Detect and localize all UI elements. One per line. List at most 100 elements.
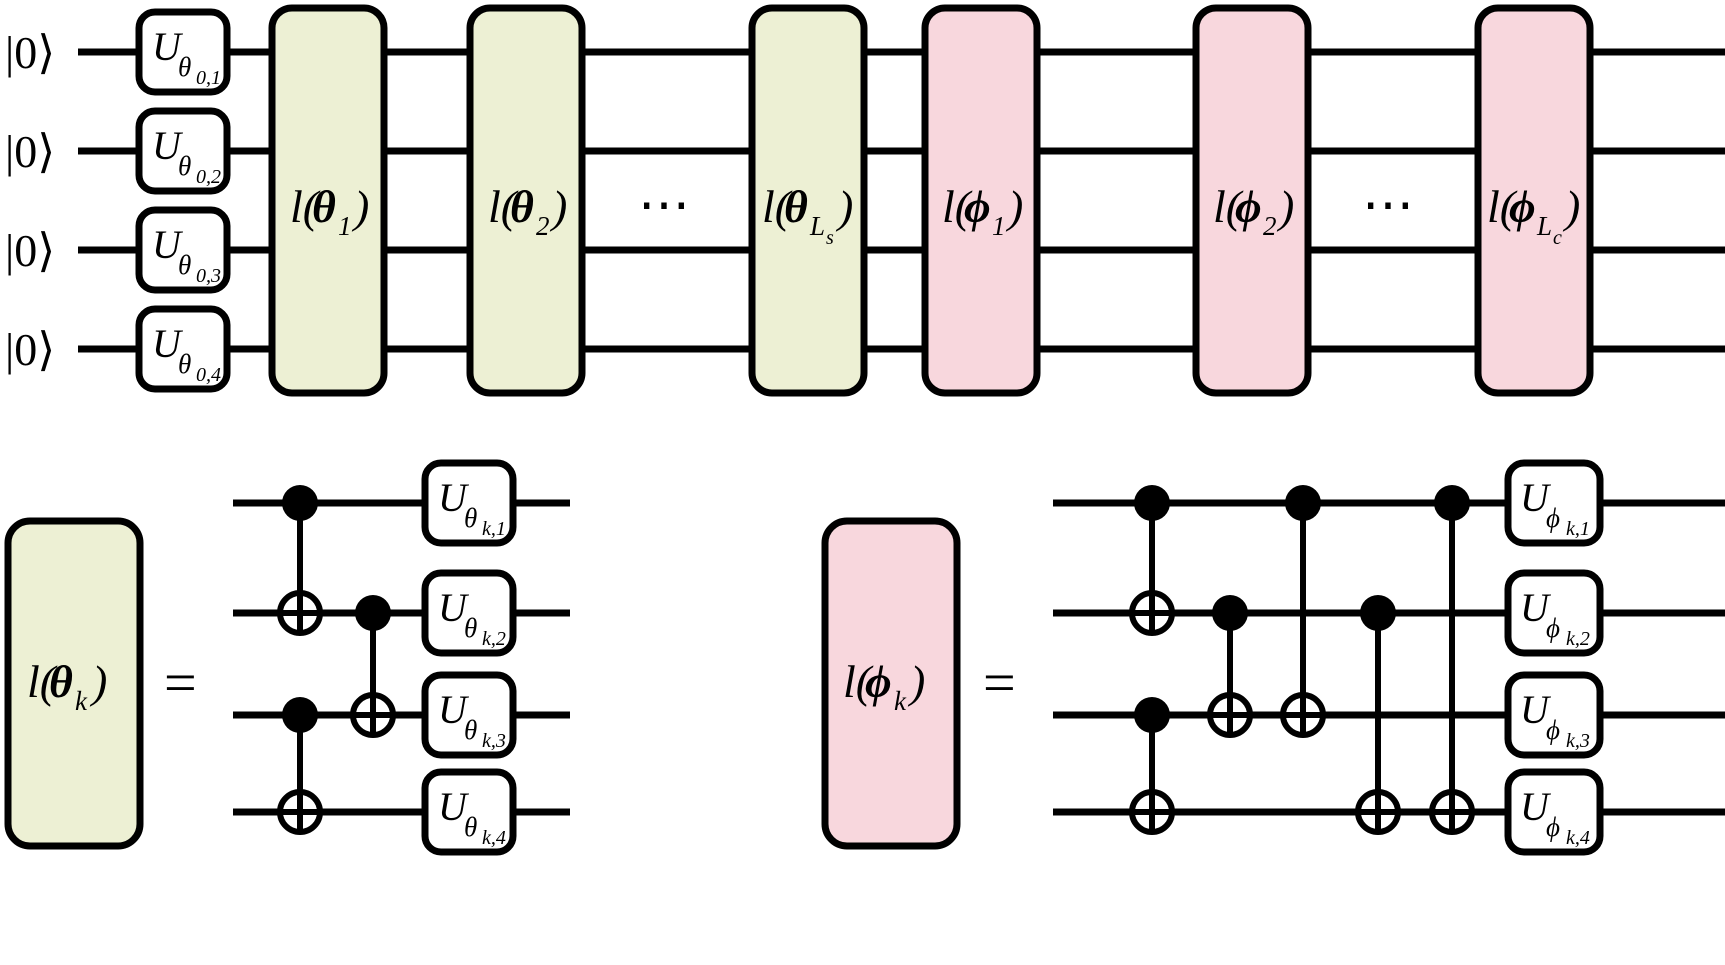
legend-left-cnot-3-4[interactable]	[277, 697, 323, 835]
legend-left: l( θ k ) =	[4, 459, 570, 856]
legend-left-block-box	[4, 517, 144, 850]
legend-left-block[interactable]: l( θ k )	[4, 517, 144, 850]
layer-block-phi-Lc-post: )	[1562, 181, 1580, 232]
legend-right-block-box	[821, 517, 961, 850]
layer-block-phi-Lc[interactable]: l( ϕ L c )	[1474, 4, 1594, 397]
legend-left-gate-4[interactable]: U θ k,4	[421, 768, 517, 856]
legend-left-gate-3-sub2: k,3	[482, 730, 506, 752]
layer-ellipsis-phi: ⋯	[1362, 177, 1417, 234]
legend-left-cnot-2-3[interactable]	[350, 595, 396, 738]
init-gate-1[interactable]: U θ 0,1	[135, 8, 231, 96]
legend-left-gate-2-box	[421, 569, 517, 657]
legend-right-block[interactable]: l( ϕ k )	[821, 517, 961, 850]
layer-block-theta-1-sym: θ	[312, 181, 336, 232]
legend-left-cnot-1-2[interactable]	[277, 485, 323, 636]
layer-block-theta-Ls-post: )	[835, 181, 853, 232]
legend-left-gate-1-box	[421, 459, 517, 547]
legend-right-block-sub: k	[894, 686, 907, 716]
init-gate-2-main: U	[152, 123, 184, 168]
control-dot	[1434, 485, 1470, 521]
init-gate-3[interactable]: U θ 0,3	[135, 206, 231, 294]
layer-ellipsis-theta: ⋯	[638, 177, 693, 234]
legend-left-equals: =	[164, 650, 197, 715]
init-gate-4-sub: θ	[178, 349, 191, 379]
legend-right-gate-2-sub2: k,2	[1566, 628, 1590, 650]
legend-right: l( ϕ k ) =	[821, 459, 1725, 856]
legend-left-gate-4-sub: θ	[464, 812, 477, 842]
legend-right-gate-4[interactable]: U ϕ k,4	[1504, 768, 1604, 856]
layer-block-phi-1[interactable]: l( ϕ 1 )	[921, 4, 1041, 397]
legend-left-gate-2-sub: θ	[464, 613, 477, 643]
control-dot	[1134, 485, 1170, 521]
legend-left-gate-3[interactable]: U θ k,3	[421, 671, 517, 759]
legend-right-gate-1-box	[1504, 459, 1604, 547]
legend-right-block-sym: ϕ	[865, 656, 892, 707]
layer-block-theta-2[interactable]: l( θ 2 )	[466, 4, 586, 397]
legend-right-gate-4-sub: ϕ	[1546, 812, 1560, 842]
layer-block-theta-2-sym: θ	[510, 181, 534, 232]
layer-block-phi-Lc-sym: ϕ	[1509, 181, 1536, 232]
init-gate-4-main: U	[152, 321, 184, 366]
legend-right-gate-4-sub2: k,4	[1566, 827, 1590, 849]
init-gate-1-main: U	[152, 24, 184, 69]
layer-block-phi-1-sym: ϕ	[964, 181, 991, 232]
layer-block-theta-Ls-subsub: s	[826, 227, 834, 249]
legend-left-gate-1-sub: θ	[464, 503, 477, 533]
legend-right-gate-2[interactable]: U ϕ k,2	[1504, 569, 1604, 657]
legend-right-cnot-3-4[interactable]	[1129, 697, 1175, 835]
layer-block-phi-2-box	[1192, 4, 1312, 397]
ket-label-2: |0⟩	[5, 126, 55, 177]
init-gate-3-box	[135, 206, 231, 294]
layer-block-phi-Lc-sub: L	[1536, 211, 1552, 241]
init-gate-3-sub2: 0,3	[196, 265, 221, 287]
ket-label-3: |0⟩	[5, 225, 55, 276]
layer-block-phi-1-pre: l(	[942, 181, 973, 232]
legend-right-gate-3[interactable]: U ϕ k,3	[1504, 671, 1604, 759]
layer-block-phi-1-post: )	[1005, 181, 1023, 232]
init-gate-2-sub: θ	[178, 151, 191, 181]
legend-right-block-pre: l(	[843, 656, 874, 707]
control-dot	[1360, 595, 1396, 631]
legend-right-gate-1[interactable]: U ϕ k,1	[1504, 459, 1604, 547]
legend-right-cnot-1-3[interactable]	[1280, 485, 1326, 738]
layer-block-theta-Ls-box	[748, 4, 868, 397]
legend-left-gate-2-sub2: k,2	[482, 628, 506, 650]
legend-left-block-post: )	[89, 656, 107, 707]
legend-left-gate-3-sub: θ	[464, 715, 477, 745]
layer-block-phi-Lc-pre: l(	[1487, 181, 1518, 232]
layer-block-phi-2[interactable]: l( ϕ 2 )	[1192, 4, 1312, 397]
layer-block-phi-2-post: )	[1276, 181, 1294, 232]
layer-block-phi-2-sym: ϕ	[1235, 181, 1262, 232]
layer-block-theta-Ls[interactable]: l( θ L s )	[748, 4, 868, 397]
legend-left-gate-1[interactable]: U θ k,1	[421, 459, 517, 547]
legend-left-gate-1-main: U	[438, 475, 470, 520]
init-gate-2-box	[135, 107, 231, 195]
legend-left-gate-3-box	[421, 671, 517, 759]
legend-right-gate-2-sub: ϕ	[1546, 613, 1560, 643]
legend-right-cnot-2-3[interactable]	[1207, 595, 1253, 738]
init-gate-1-sub: θ	[178, 52, 191, 82]
init-gate-2-sub2: 0,2	[196, 166, 221, 188]
legend-left-block-sym: θ	[49, 656, 73, 707]
layer-block-theta-1-sub: 1	[338, 211, 352, 241]
init-gate-1-box	[135, 8, 231, 96]
legend-right-gate-3-main: U	[1520, 687, 1552, 732]
legend-right-cnot-1-4[interactable]	[1429, 485, 1475, 835]
layer-block-theta-1[interactable]: l( θ 1 )	[268, 4, 388, 397]
layer-block-theta-Ls-sym: θ	[784, 181, 808, 232]
control-dot	[1285, 485, 1321, 521]
legend-left-gate-2-main: U	[438, 585, 470, 630]
legend-right-gate-3-sub2: k,3	[1566, 730, 1590, 752]
legend-right-cnot-2-4[interactable]	[1355, 595, 1401, 835]
init-gate-4[interactable]: U θ 0,4	[135, 305, 231, 393]
control-dot	[1134, 697, 1170, 733]
control-dot	[282, 697, 318, 733]
layer-block-theta-1-pre: l(	[290, 181, 321, 232]
legend-right-gate-2-main: U	[1520, 585, 1552, 630]
init-gate-2[interactable]: U θ 0,2	[135, 107, 231, 195]
layer-block-phi-Lc-box	[1474, 4, 1594, 397]
ket-label-1: |0⟩	[5, 27, 55, 78]
legend-left-gate-2[interactable]: U θ k,2	[421, 569, 517, 657]
legend-right-cnot-1-2[interactable]	[1129, 485, 1175, 636]
layer-block-theta-2-box	[466, 4, 586, 397]
